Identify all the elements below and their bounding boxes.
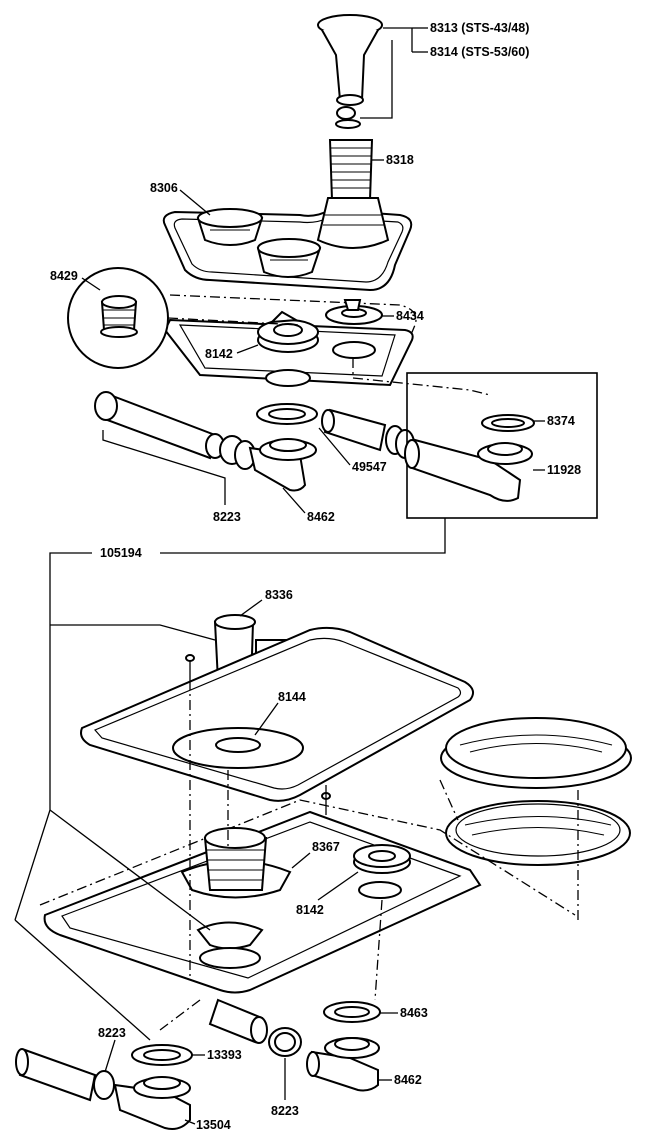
label-8367: 8367 — [312, 840, 340, 854]
label-8142-lower: 8142 — [296, 903, 324, 917]
label-11928: 11928 — [547, 463, 581, 477]
lower-sink-pan-part — [39, 799, 576, 994]
label-8462-lower: 8462 — [394, 1073, 422, 1087]
lower-left-hose-part — [15, 1048, 115, 1102]
label-13504: 13504 — [196, 1118, 231, 1132]
label-8223-center: 8223 — [271, 1104, 299, 1118]
detail-inset-circle — [67, 267, 301, 369]
lower-right-washer-part — [323, 1001, 381, 1023]
label-8429: 8429 — [50, 269, 78, 283]
drain-body-part — [257, 310, 319, 387]
label-8306: 8306 — [150, 181, 178, 195]
boxed-trap-part — [404, 414, 535, 502]
label-8314: 8314 (STS-53/60) — [430, 45, 529, 59]
drain-flange-part — [325, 299, 383, 359]
upper-right-leader-line — [352, 358, 491, 396]
label-8144: 8144 — [278, 690, 306, 704]
lower-dashed-leaders — [159, 680, 579, 1031]
threaded-standpipe-part — [328, 139, 374, 201]
upper-left-trap-part — [248, 438, 317, 492]
label-13393: 13393 — [207, 1048, 242, 1062]
lower-right-trap-part — [306, 1037, 380, 1092]
center-hose-part — [208, 998, 302, 1057]
standpipe-cap-part — [317, 14, 383, 129]
upper-leader-lines — [14, 27, 545, 921]
upper-drain-washer-part — [256, 403, 318, 425]
label-8434: 8434 — [396, 309, 424, 323]
label-8223-upper: 8223 — [213, 510, 241, 524]
screw-part — [185, 654, 331, 805]
label-8313: 8313 (STS-43/48) — [430, 21, 529, 35]
lower-sink-top-pan-part — [80, 626, 475, 802]
upper-right-hose-part — [321, 408, 415, 459]
label-49547: 49547 — [352, 460, 387, 474]
label-8374: 8374 — [547, 414, 575, 428]
lower-left-trap-part — [113, 1076, 191, 1130]
drainboard-tray-part — [162, 197, 413, 292]
part-labels: 8313 (STS-43/48) 8314 (STS-53/60) 8318 8… — [50, 21, 581, 1132]
label-105194: 105194 — [100, 546, 142, 560]
lower-leader-lines — [14, 599, 398, 1125]
upper-left-hose-part — [94, 391, 256, 470]
label-8336: 8336 — [265, 588, 293, 602]
round-strainer-plate-part — [440, 717, 632, 866]
label-8318: 8318 — [386, 153, 414, 167]
lower-left-washer-part — [131, 1044, 193, 1066]
label-8462-upper: 8462 — [307, 510, 335, 524]
label-8142-upper: 8142 — [205, 347, 233, 361]
label-8463: 8463 — [400, 1006, 428, 1020]
label-8223-left: 8223 — [98, 1026, 126, 1040]
